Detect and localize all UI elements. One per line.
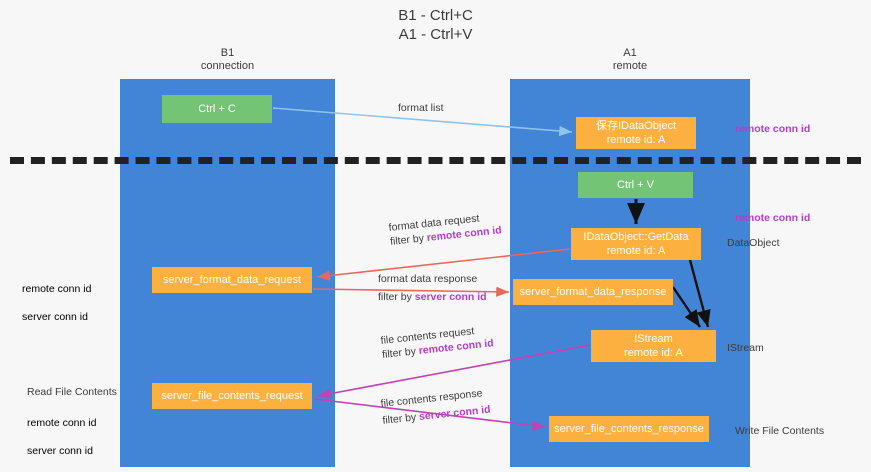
annotation-remote-conn-id-top: remote conn id bbox=[735, 123, 811, 135]
annotation-istream: IStream bbox=[727, 342, 764, 354]
filter-prefix: filter by bbox=[381, 345, 420, 361]
filter-prefix: filter by bbox=[389, 232, 428, 248]
filter-key: server conn id bbox=[414, 291, 487, 303]
filter-prefix: filter by bbox=[378, 291, 415, 303]
node-istream[interactable]: IStream remote id: A bbox=[591, 330, 716, 362]
node-ctrl-c[interactable]: Ctrl + C bbox=[162, 95, 272, 123]
swimlane-header-b1: B1 connection bbox=[200, 47, 255, 72]
annotation-left-conn-ids: remote conn id server conn id bbox=[22, 268, 91, 338]
annotation-left-remote-conn-id: remote conn id bbox=[22, 283, 92, 295]
arrow-label-format-data-response-filter: filter by server conn id bbox=[378, 290, 487, 304]
annotation-left-conn-ids-2: remote conn id server conn id bbox=[27, 402, 96, 472]
arrow-label-format-data-response: format data response filter by server co… bbox=[378, 272, 487, 304]
filter-prefix: filter by bbox=[381, 411, 420, 427]
annotation-left-server-conn-id-2: server conn id bbox=[27, 445, 93, 457]
annotation-remote-conn-id-mid: remote conn id bbox=[735, 212, 811, 224]
annotation-read-file-contents: Read File Contents bbox=[27, 386, 117, 398]
annotation-left-server-conn-id: server conn id bbox=[22, 311, 88, 323]
filter-key: server conn id bbox=[418, 403, 492, 423]
node-idataobject-getdata[interactable]: IDataObject::GetData remote id: A bbox=[571, 228, 701, 260]
node-server-format-data-request[interactable]: server_format_data_request bbox=[152, 267, 312, 293]
swimlane-header-a1: A1 remote bbox=[612, 47, 648, 72]
node-save-idataobject[interactable]: 保存IDataObject remote id: A bbox=[576, 117, 696, 149]
arrow-label-format-data-request: format data request filter by remote con… bbox=[388, 209, 502, 249]
arrow-label-file-contents-response: file contents response filter by server … bbox=[380, 386, 491, 428]
node-ctrl-v[interactable]: Ctrl + V bbox=[578, 172, 693, 198]
arrow-label-format-data-response-main: format data response bbox=[378, 273, 478, 285]
phase-divider bbox=[10, 157, 861, 164]
annotation-dataobject: DataObject bbox=[727, 237, 780, 249]
node-server-file-contents-response[interactable]: server_file_contents_response bbox=[549, 416, 709, 442]
arrow-label-file-contents-request: file contents request filter by remote c… bbox=[380, 322, 494, 362]
node-server-file-contents-request[interactable]: server_file_contents_request bbox=[152, 383, 312, 409]
annotation-left-remote-conn-id-2: remote conn id bbox=[27, 417, 97, 429]
diagram-title: B1 - Ctrl+C A1 - Ctrl+V bbox=[398, 7, 473, 43]
node-server-format-data-response[interactable]: server_format_data_response bbox=[513, 279, 673, 305]
arrow-label-format-list: format list bbox=[398, 102, 444, 114]
annotation-write-file-contents: Write File Contents bbox=[735, 425, 825, 437]
